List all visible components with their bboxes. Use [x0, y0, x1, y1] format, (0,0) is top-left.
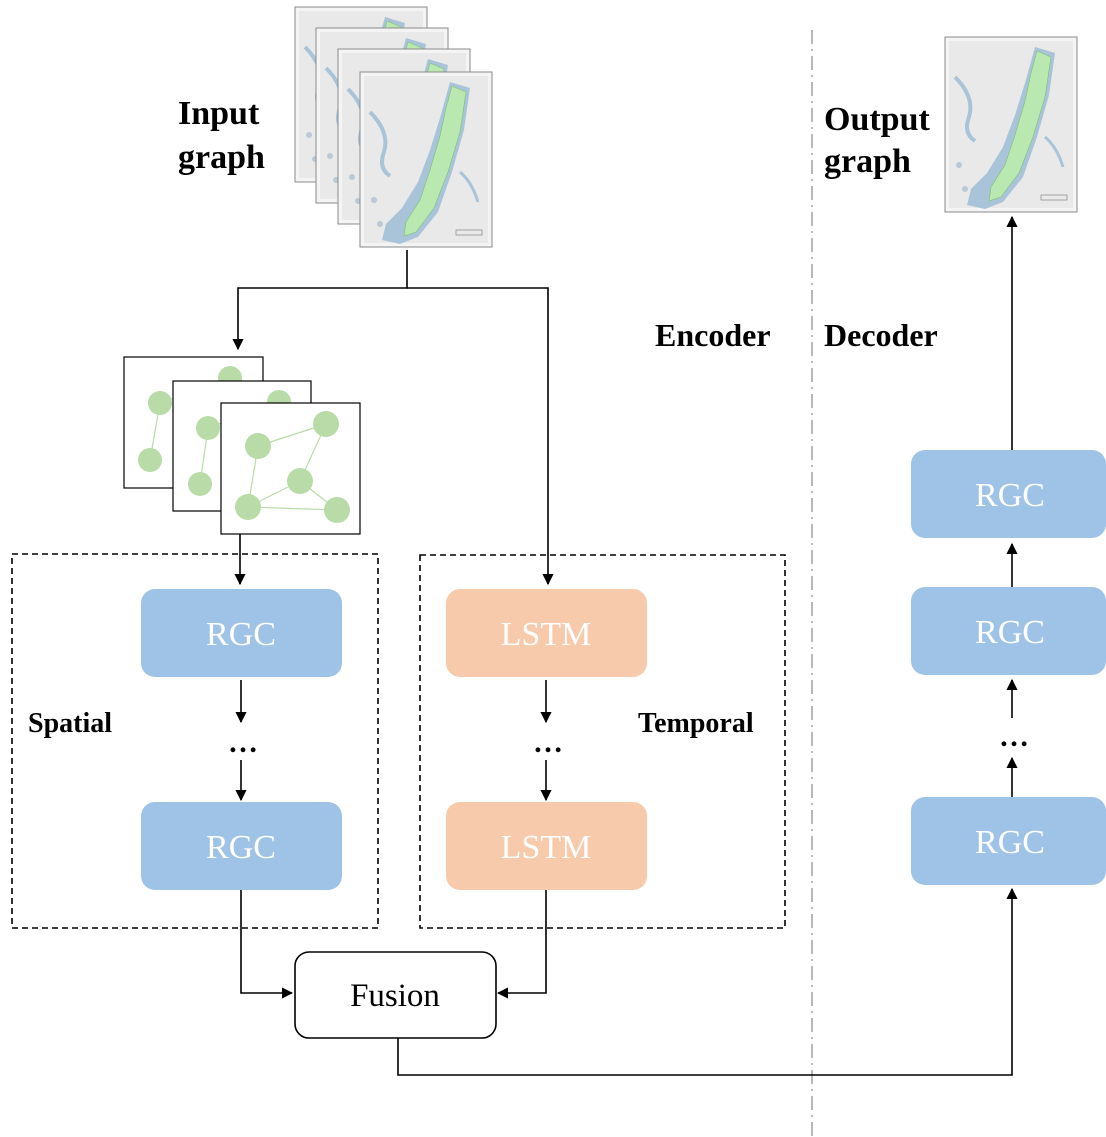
svg-text:RGC: RGC [975, 824, 1045, 861]
temporal-lstm-bottom: LSTM [446, 802, 647, 890]
spatial-to-fusion-arrow [240, 890, 294, 999]
output-map [943, 35, 1079, 214]
svg-text:LSTM: LSTM [501, 829, 592, 866]
spatial-rgc-top: RGC [141, 589, 342, 677]
temporal-lstm-top: LSTM [446, 589, 647, 677]
decoder-rgc-middle: RGC [911, 587, 1106, 675]
decoder-ellipsis: … [999, 720, 1029, 753]
svg-text:LSTM: LSTM [501, 616, 592, 653]
temporal-ellipsis: … [533, 726, 563, 759]
input-to-graphs-arrow [232, 250, 408, 351]
temporal-to-fusion-arrow [496, 890, 547, 999]
output-graph-label: Output graph [824, 101, 938, 180]
input-to-lstm-arrow [407, 287, 554, 586]
decoder-label: Decoder [824, 317, 938, 353]
graph-snapshots [123, 356, 361, 535]
input-map-stack [293, 5, 494, 249]
graph-card-3 [220, 402, 361, 535]
svg-text:RGC: RGC [975, 477, 1045, 514]
spatial-rgc-bottom: RGC [141, 802, 342, 890]
decoder-rgc-bottom: RGC [911, 797, 1106, 885]
spatial-group [11, 553, 379, 929]
svg-text:RGC: RGC [975, 614, 1045, 651]
spatial-ellipsis: … [228, 726, 258, 759]
svg-text:RGC: RGC [206, 829, 276, 866]
decoder-rgc-top: RGC [911, 450, 1106, 538]
fusion-block: Fusion [294, 951, 497, 1039]
spatial-label: Spatial [28, 708, 112, 739]
temporal-group [419, 554, 786, 929]
fusion-to-decoder-arrow [397, 887, 1018, 1076]
temporal-label: Temporal [638, 708, 754, 739]
encoder-label: Encoder [655, 317, 771, 353]
input-graph-label: Input graph [178, 95, 268, 176]
svg-text:RGC: RGC [206, 616, 276, 653]
svg-text:Fusion: Fusion [350, 978, 440, 1014]
